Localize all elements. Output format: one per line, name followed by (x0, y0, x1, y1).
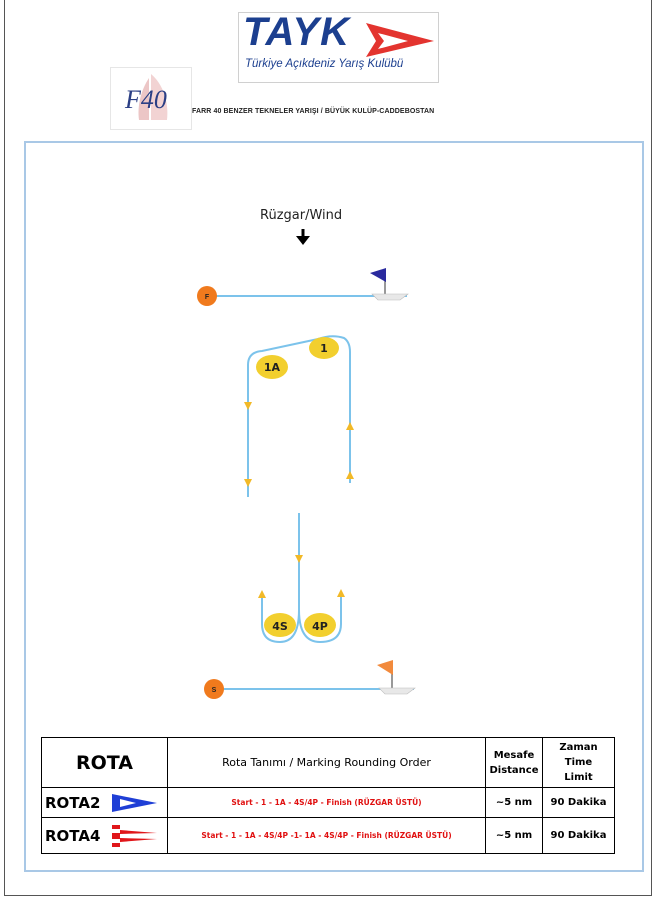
f40-logo: F40 (110, 67, 192, 130)
arrow-up-right (346, 422, 354, 430)
mark-4p (304, 613, 336, 637)
tayk-logo-subtitle: Türkiye Açıkdeniz Yarış Kulübü (245, 58, 404, 70)
route-description: Start - 1 - 1A - 4S/4P -1- 1A - 4S/4P - … (167, 817, 486, 854)
header-time-line2: Time (564, 757, 593, 768)
arrow-down-left (244, 402, 252, 410)
table-row: ROTA4 Start - 1 - 1A - 4S/4P -1- 1A - 4S… (41, 817, 615, 854)
course-path-upper (247, 335, 351, 497)
course-diagram-frame (24, 141, 644, 872)
tayk-logo: TAYK Türkiye Açıkdeniz Yarış Kulübü (238, 10, 439, 83)
header-time-line1: Zaman (559, 742, 598, 753)
time-limit-cell: 90 Dakika (542, 787, 615, 818)
arrow-down-center (295, 555, 303, 563)
course-path-gate-right (298, 593, 342, 644)
finish-boat-flag-icon (370, 268, 409, 301)
table-row: ROTA2 Start - 1 - 1A - 4S/4P - Finish (R… (41, 787, 615, 818)
finish-mark (197, 286, 217, 306)
arrow-down-left-2 (244, 479, 252, 487)
rota-name-cell: ROTA2 (41, 787, 168, 818)
wind-label: Rüzgar/Wind (260, 208, 343, 223)
mark-4s-label: 4S (272, 620, 288, 633)
f40-logo-text: F40 (124, 85, 167, 114)
mark-1a-label: 1A (264, 361, 281, 374)
red-white-striped-pennant-icon (111, 824, 157, 847)
event-title: FARR 40 BENZER TEKNELER YARIŞI / BÜYÜK K… (192, 108, 435, 115)
start-boat-flag-icon (377, 660, 416, 695)
mark-1-label: 1 (320, 342, 328, 355)
distance-cell: ~5 nm (485, 817, 543, 854)
header-time-line3: Limit (564, 772, 593, 783)
distance-cell: ~5 nm (485, 787, 543, 818)
f40-sail-icon: F40 (124, 74, 168, 120)
mark-1 (309, 337, 339, 359)
header-distance: Mesafe Distance (485, 737, 543, 788)
header-distance-line2: Distance (489, 764, 539, 776)
tayk-logo-text: TAYK (243, 10, 350, 54)
wind-arrow-icon (296, 229, 310, 245)
arrow-up-right-2 (346, 471, 354, 479)
page-border (4, 0, 652, 896)
rota-table: ROTA Rota Tanımı / Marking Rounding Orde… (41, 737, 615, 854)
mark-4s (264, 613, 296, 637)
header-time-limit: Zaman Time Limit (542, 737, 615, 788)
course-path-gate-left (261, 597, 300, 644)
rota-name: ROTA2 (45, 793, 101, 812)
start-mark (204, 679, 224, 699)
header-rota: ROTA (41, 737, 168, 788)
route-description: Start - 1 - 1A - 4S/4P - Finish (RÜZGAR … (167, 787, 486, 818)
arrow-up-gate-left (258, 590, 266, 598)
finish-mark-label: F (205, 294, 210, 301)
header-distance-line1: Mesafe (493, 749, 535, 761)
mark-1a (256, 355, 288, 379)
rota-name-cell: ROTA4 (41, 817, 168, 854)
table-header-row: ROTA Rota Tanımı / Marking Rounding Orde… (41, 737, 615, 788)
arrow-up-gate-right (337, 589, 345, 597)
time-limit-cell: 90 Dakika (542, 817, 615, 854)
mark-4p-label: 4P (312, 620, 328, 633)
rota-name: ROTA4 (45, 826, 101, 845)
tayk-arrow-icon (366, 23, 434, 57)
start-mark-label: S (212, 687, 217, 694)
header-description: Rota Tanımı / Marking Rounding Order (167, 737, 486, 788)
blue-white-pennant-icon (111, 793, 157, 812)
